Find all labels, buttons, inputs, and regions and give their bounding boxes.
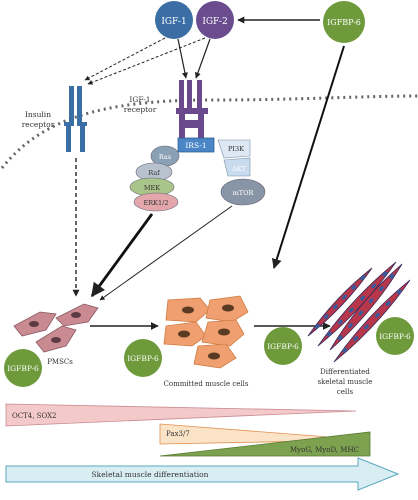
muscle-fiber bbox=[333, 279, 411, 363]
committed-label: Committed muscle cells bbox=[164, 380, 249, 388]
irs1-box: IRS-1 bbox=[177, 137, 215, 153]
igfbp6-to-differentiation-arrow bbox=[271, 45, 345, 269]
raf-label: Raf bbox=[148, 169, 160, 177]
diff-label-3: cells bbox=[337, 388, 354, 396]
ras-node: Ras bbox=[150, 145, 180, 167]
muscle-nucleus bbox=[360, 275, 366, 281]
muscle-nucleus bbox=[351, 284, 357, 290]
igf1-to-igf1r-arrow bbox=[177, 38, 188, 79]
muscle-nucleus bbox=[314, 323, 320, 329]
igf1-label: IGF-1 bbox=[161, 17, 186, 27]
mtor-to-pmsc-arrow bbox=[99, 205, 233, 301]
pi3k-label: PI3K bbox=[228, 145, 244, 153]
muscle-nucleus bbox=[368, 298, 374, 304]
mtor-node: mTOR bbox=[220, 178, 266, 206]
muscle-fiber bbox=[307, 267, 373, 337]
akt-label: AKT bbox=[231, 165, 247, 173]
muscle-nucleus bbox=[348, 322, 353, 329]
insulin-receptor-label-2: receptor bbox=[22, 120, 55, 129]
pmsc-cells bbox=[13, 303, 99, 353]
diff-label-2: skeletal muscle bbox=[318, 378, 373, 386]
muscle-nucleus bbox=[364, 324, 370, 330]
igfbp6-top-ligand: IGFBP-6 bbox=[323, 1, 365, 43]
akt-node: AKT bbox=[223, 157, 251, 177]
cell-membrane bbox=[0, 94, 418, 169]
muscle-nucleus bbox=[353, 336, 359, 342]
erk-label: ERK1/2 bbox=[144, 199, 169, 207]
igfbp6-diff-left-label: IGFBP-6 bbox=[267, 342, 299, 351]
igf1r-label-1: IGF-1 bbox=[129, 95, 150, 104]
diff-label-1: Differentiated bbox=[320, 368, 370, 376]
myog-label: MyoG, MyoD, MHC bbox=[290, 446, 359, 454]
muscle-nucleus bbox=[323, 314, 329, 320]
muscle-fiber bbox=[317, 261, 397, 347]
muscle-nucleus bbox=[374, 312, 380, 318]
committed-cells bbox=[163, 295, 249, 369]
igf1-ligand: IGF-1 bbox=[155, 1, 193, 39]
igfbp6-diff-left: IGFBP-6 bbox=[264, 327, 302, 365]
muscle-nucleus bbox=[342, 347, 348, 353]
differentiation-label: Skeletal muscle differentiation bbox=[92, 470, 209, 479]
pax-label: Pax3/7 bbox=[166, 430, 190, 438]
mek-label: MEK bbox=[144, 184, 160, 192]
insulin-receptor bbox=[64, 86, 87, 152]
muscle-nucleus bbox=[360, 295, 366, 301]
igfbp6-pmsc-label: IGFBP-6 bbox=[7, 364, 39, 373]
muscle-nucleus bbox=[337, 319, 343, 325]
igfbp6-pmsc: IGFBP-6 bbox=[4, 349, 42, 387]
muscle-nucleus bbox=[396, 289, 402, 295]
myog-triangle: MyoG, MyoD, MHC bbox=[159, 431, 371, 457]
igf2-ligand: IGF-2 bbox=[196, 1, 234, 39]
muscle-nucleus bbox=[358, 310, 364, 316]
pmscs-label: PMSCs bbox=[47, 358, 73, 366]
erk-to-pmsc-arrow bbox=[90, 213, 154, 298]
pi3k-node: PI3K bbox=[217, 139, 251, 159]
igf2-to-insulin-arrow bbox=[87, 37, 206, 85]
igf1-receptor bbox=[176, 80, 208, 138]
muscle-nucleus bbox=[332, 304, 338, 310]
igf2-label: IGF-2 bbox=[202, 17, 227, 27]
mtor-label: mTOR bbox=[233, 189, 255, 197]
igfbp6-committed-label: IGFBP-6 bbox=[127, 354, 159, 363]
igfbp6-diff-right-label: IGFBP-6 bbox=[379, 332, 411, 341]
igfbp6-top-label: IGFBP-6 bbox=[327, 18, 361, 27]
muscle-nucleus bbox=[371, 283, 377, 289]
muscle-nucleus bbox=[342, 294, 348, 300]
muscle-nucleus bbox=[348, 307, 354, 313]
igfbp6-committed: IGFBP-6 bbox=[124, 339, 162, 377]
ras-label: Ras bbox=[159, 153, 171, 161]
igfbp6-diff-right: IGFBP-6 bbox=[376, 317, 414, 355]
muscle-fiber bbox=[329, 263, 403, 351]
oct4-sox2-label: OCT4, SOX2 bbox=[12, 412, 57, 420]
muscle-fibers bbox=[307, 261, 411, 363]
muscle-nucleus bbox=[379, 285, 384, 292]
muscle-nucleus bbox=[337, 335, 343, 341]
muscle-nucleus bbox=[385, 300, 391, 306]
muscle-nucleus bbox=[326, 331, 332, 337]
erk-node: ERK1/2 bbox=[133, 192, 179, 212]
irs1-label: IRS-1 bbox=[185, 141, 206, 150]
insulin-receptor-label-1: Insulin bbox=[25, 110, 51, 119]
igf1-to-insulin-arrow bbox=[84, 37, 166, 81]
differentiation-arrow: Skeletal muscle differentiation bbox=[5, 457, 400, 491]
muscle-nucleus bbox=[382, 271, 388, 277]
igf1r-label-2: receptor bbox=[124, 105, 157, 114]
muscle-nucleus bbox=[389, 273, 395, 279]
igf2-to-igf1r-arrow bbox=[195, 38, 211, 79]
oct4-sox2-triangle: OCT4, SOX2 bbox=[5, 403, 357, 427]
